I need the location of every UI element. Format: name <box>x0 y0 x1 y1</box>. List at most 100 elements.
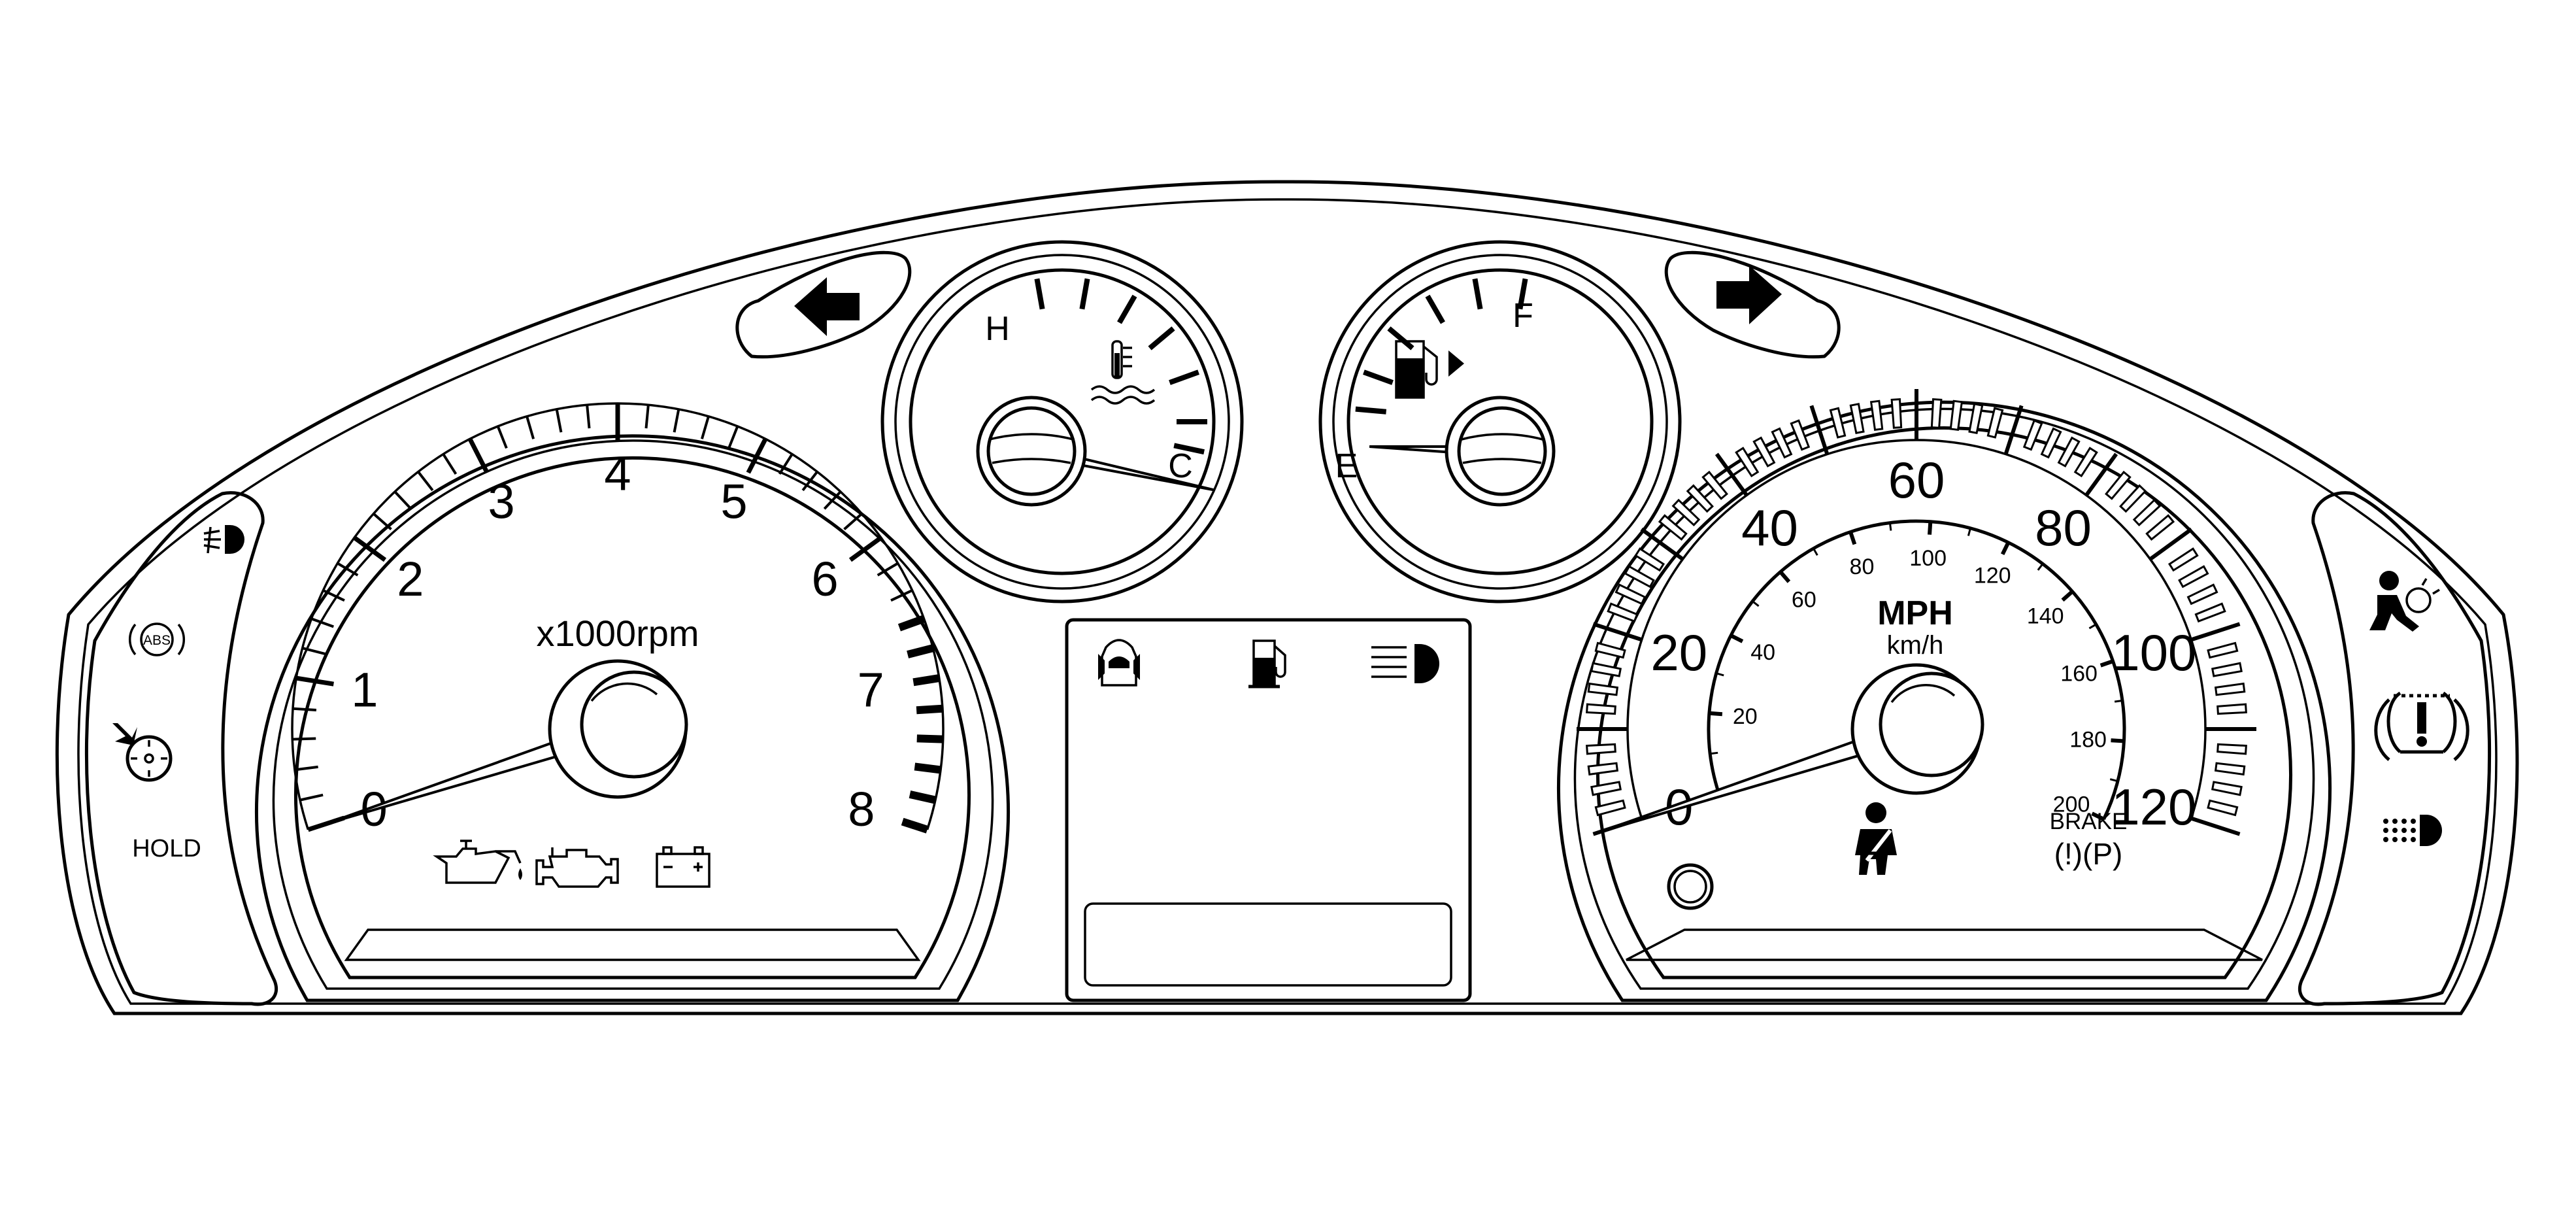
mph-minor-tick <box>1849 403 1865 435</box>
mph-label: 20 <box>1650 624 1707 681</box>
tach-redline-mark <box>912 674 940 687</box>
tach-label: 5 <box>720 474 747 528</box>
tach-redline-mark <box>909 790 937 804</box>
mph-minor-tick <box>1968 403 1984 435</box>
tach-minor-tick <box>322 589 345 602</box>
speedo-hub <box>1850 663 1984 795</box>
tach-minor-tick <box>890 589 913 602</box>
tach-redline-mark <box>916 704 943 715</box>
mph-minor-tick <box>1869 400 1884 432</box>
temp-hub <box>976 396 1087 507</box>
mph-minor-tick <box>1752 436 1776 468</box>
mph-label: 60 <box>1888 451 1945 509</box>
temperature-gauge: H C <box>880 240 1244 604</box>
tach-minor-tick <box>299 793 324 802</box>
kmh-minor-tick <box>2114 700 2123 703</box>
tach-minor-tick <box>496 426 508 449</box>
mph-minor-tick <box>1586 703 1616 715</box>
tach-minor-tick <box>442 453 458 475</box>
mph-minor-tick <box>2073 447 2098 478</box>
mph-minor-tick <box>2132 498 2162 526</box>
mph-minor-tick <box>2211 781 2243 796</box>
tach-minor-tick <box>644 405 650 429</box>
kmh-label: 160 <box>2060 661 2098 686</box>
mph-minor-tick <box>1614 583 1647 605</box>
mph-minor-tick <box>2186 583 2218 605</box>
kmh-major-tick <box>2091 811 2105 821</box>
mph-minor-tick <box>1634 547 1665 572</box>
tach-minor-tick <box>417 471 434 492</box>
fuel-hub <box>1445 396 1556 507</box>
fuel-full-label: F <box>1513 297 1533 335</box>
right-turn-signal <box>1664 250 1841 359</box>
kmh-label: 20 <box>1733 704 1758 729</box>
mph-minor-tick <box>2207 641 2239 659</box>
tach-major-tick <box>295 675 334 687</box>
mph-minor-tick <box>1686 484 1714 513</box>
tach-minor-tick <box>843 513 863 530</box>
tach-minor-tick <box>728 426 739 449</box>
left-turn-signal <box>735 250 912 359</box>
mph-minor-tick <box>1671 498 1701 526</box>
front-fog-light-icon <box>203 525 244 554</box>
fuel-tick <box>1517 278 1528 310</box>
mph-major-tick <box>1592 622 1643 642</box>
fuel-tick <box>1425 294 1445 324</box>
kmh-label: 180 <box>2069 727 2107 752</box>
kmh-major-tick <box>1709 711 1723 717</box>
mph-minor-tick <box>1594 799 1626 817</box>
mph-minor-tick <box>2057 436 2081 468</box>
tach-minor-tick <box>555 409 563 433</box>
mph-label: 100 <box>2111 624 2196 681</box>
tach-minor-tick <box>302 647 326 656</box>
airbag-warning-icon <box>2369 571 2440 632</box>
right-turn-arrow-icon <box>1716 265 1782 324</box>
tach-minor-tick <box>823 490 842 510</box>
hill-hold-icon: HOLD <box>112 723 201 862</box>
tach-minor-tick <box>294 765 318 772</box>
tach-minor-tick <box>586 405 591 429</box>
kmh-label: 60 <box>1792 587 1816 612</box>
temp-tick <box>1169 369 1199 385</box>
mph-minor-tick <box>2145 514 2175 541</box>
right-indicator-pod <box>2298 491 2492 1006</box>
mph-major-tick <box>2190 622 2241 642</box>
mph-minor-tick <box>1771 427 1793 459</box>
abs-warning-icon: ABS <box>128 622 186 656</box>
mph-minor-tick <box>1587 682 1619 696</box>
mph-label: 40 <box>1741 499 1798 556</box>
coolant-temperature-icon <box>1090 340 1156 405</box>
temp-hot-label: H <box>985 310 1010 348</box>
check-engine-icon <box>535 847 619 888</box>
tach-redline-mark <box>901 817 929 834</box>
mph-minor-tick <box>2194 602 2226 623</box>
mph-minor-tick <box>1594 641 1626 659</box>
tach-label: 3 <box>488 474 514 528</box>
temp-scale <box>1034 278 1207 455</box>
trip-reset-button[interactable] <box>1667 863 1714 910</box>
mph-label: 80 <box>2035 499 2092 556</box>
tach-redline-mark <box>907 644 934 658</box>
tach-minor-tick <box>801 471 818 492</box>
mph-minor-tick <box>2167 547 2199 572</box>
kmh-major-tick <box>2000 541 2011 555</box>
mph-minor-tick <box>1735 447 1760 478</box>
kmh-label: 200 <box>2053 792 2090 817</box>
tach-major-tick <box>353 536 387 562</box>
tach-minor-tick <box>877 562 899 577</box>
kmh-major-tick <box>1848 531 1857 545</box>
oil-pressure-icon <box>433 840 522 884</box>
mph-minor-tick <box>1586 743 1616 755</box>
tach-major-tick <box>746 437 768 474</box>
mph-minor-tick <box>2105 470 2132 500</box>
kmh-minor-tick <box>1716 672 1724 677</box>
mph-minor-tick <box>1930 398 1943 429</box>
mph-minor-tick <box>2211 662 2243 677</box>
tach-redline-mark <box>897 615 926 632</box>
mph-major-tick <box>2084 452 2118 497</box>
mph-minor-tick <box>1949 400 1964 432</box>
kmh-minor-tick <box>1967 528 1971 536</box>
kmh-major-tick <box>1779 570 1791 583</box>
